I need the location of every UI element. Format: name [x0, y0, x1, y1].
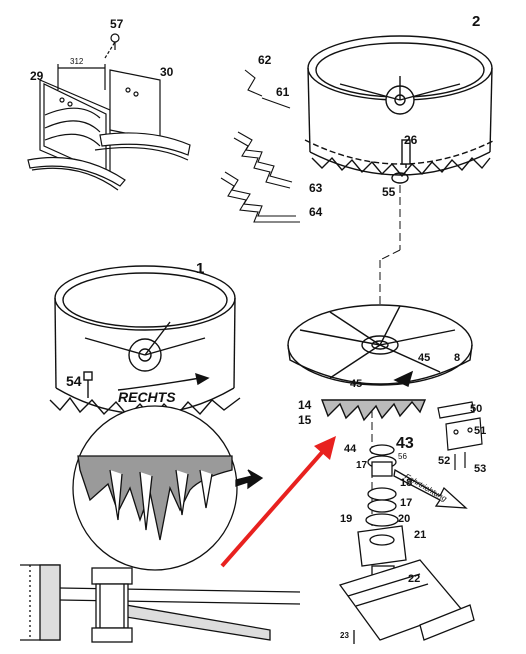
callout-17-lower: 17 — [400, 497, 412, 509]
highlight-arrow — [220, 436, 336, 568]
callout-55: 55 — [382, 185, 396, 199]
callout-14: 14 — [298, 398, 312, 412]
callout-52: 52 — [438, 455, 450, 467]
callout-19: 19 — [340, 513, 352, 525]
callout-22: 22 — [408, 573, 420, 585]
spinner-drum-2 — [304, 35, 496, 184]
callout-1: 1 — [196, 260, 204, 277]
callout-18: 18 — [400, 477, 412, 489]
callout-15: 15 — [298, 413, 312, 427]
callout-312: 312 — [70, 57, 84, 66]
callout-8: 8 — [454, 352, 460, 364]
callout-26: 26 — [404, 133, 418, 147]
deflector-plate-assembly — [27, 41, 191, 191]
callout-64: 64 — [309, 205, 323, 219]
direction-arrow — [393, 468, 468, 509]
bolt-57-icon — [110, 33, 120, 50]
callout-62: 62 — [258, 53, 272, 67]
callout-63: 63 — [309, 181, 323, 195]
scraper-bars — [220, 69, 300, 223]
callout-61: 61 — [276, 85, 290, 99]
callout-43: 43 — [396, 435, 414, 452]
callout-45-upper: 45 — [418, 352, 430, 364]
callout-21: 21 — [414, 529, 426, 541]
spinner-disc — [287, 304, 473, 422]
callout-29: 29 — [30, 69, 44, 83]
callout-20: 20 — [398, 513, 410, 525]
callout-23: 23 — [340, 631, 349, 640]
callout-51: 51 — [474, 425, 486, 437]
spinner-drum-1 — [49, 265, 241, 420]
callout-17-upper: 17 — [356, 460, 368, 471]
callout-54: 54 — [66, 373, 82, 389]
callout-57: 57 — [110, 17, 124, 31]
callout-56: 56 — [398, 452, 407, 461]
callout-53: 53 — [474, 463, 486, 475]
rotation-label: RECHTS — [118, 389, 176, 405]
callout-45-lower: 45 — [350, 378, 362, 390]
callout-30: 30 — [160, 65, 174, 79]
callout-44: 44 — [344, 443, 357, 455]
shaft-section-detail — [20, 564, 301, 643]
bracket-50-51 — [437, 401, 483, 470]
gearbox-stack — [338, 444, 475, 644]
callout-2: 2 — [472, 13, 480, 30]
callout-50: 50 — [470, 403, 482, 415]
blade-detail-magnifier — [72, 405, 264, 571]
